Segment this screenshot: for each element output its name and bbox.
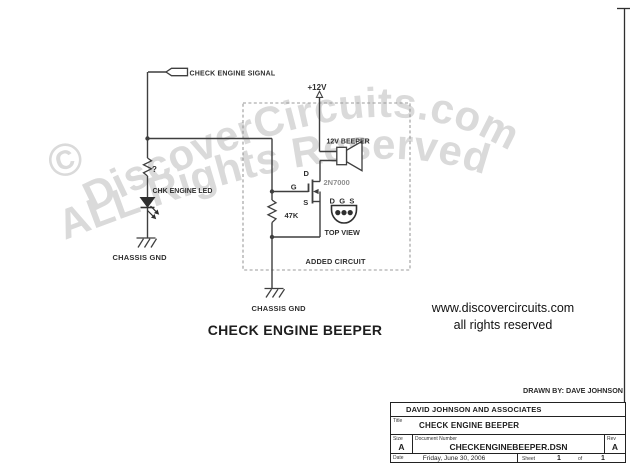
title-block-title-label: Title (393, 418, 403, 424)
resistor-value-label: 47K (285, 211, 299, 220)
title-block-rev-cell: Rev A (605, 435, 625, 453)
title-block-date-row: Date Friday, June 30, 2006 Sheet 1 of 1 (391, 454, 625, 462)
site-url-text: www.discovercircuits.com (431, 301, 575, 315)
page-border (617, 7, 630, 463)
to92-pin-dot (335, 210, 341, 216)
to92-pin-dot (341, 210, 347, 216)
chassis-ground-symbol-right (264, 287, 286, 298)
led-label: CHK ENGINE LED (153, 188, 213, 195)
wires (146, 71, 338, 289)
led-anode-triangle (139, 197, 156, 208)
title-block-size-cell: Size A (391, 435, 413, 453)
drawn-by-text: DRAWN BY: DAVE JOHNSON (523, 386, 623, 395)
junction-dot (269, 234, 275, 240)
size-label: Size (393, 436, 403, 442)
supply-label: +12V (308, 83, 328, 92)
mosfet-pin-g-label: G (291, 182, 297, 191)
junction-dot (269, 189, 275, 194)
doc-number-label: Document Number (415, 436, 457, 442)
led-symbol (139, 197, 160, 220)
mosfet-pin-d-label: D (304, 169, 310, 178)
signal-label: CHECK ENGINE SIGNAL (190, 70, 276, 77)
package-view-label: TOP VIEW (325, 228, 361, 237)
doc-number-value: CHECKENGINEBEEPER.DSN (449, 442, 568, 452)
date-label: Date (393, 455, 404, 461)
chassis-gnd-label-left: CHASSIS GND (113, 253, 168, 262)
supply-arrow-icon (315, 89, 324, 98)
mosfet-body-arrow (313, 188, 319, 195)
added-circuit-label: ADDED CIRCUIT (306, 257, 367, 266)
junction-dot (145, 136, 150, 141)
sheet-of-label: of (578, 456, 583, 462)
rev-value: A (611, 442, 619, 452)
title-block-title-value: CHECK ENGINE BEEPER (419, 421, 520, 430)
watermark-line2: ALL Rights Reserved (51, 121, 495, 249)
chassis-ground-symbol-left (136, 237, 158, 248)
sheet-label: Sheet (522, 456, 536, 462)
to92-pin-dot (347, 210, 353, 216)
sheet-value: 1 (557, 455, 561, 462)
beeper-symbol (336, 140, 363, 172)
title-block: DAVID JOHNSON AND ASSOCIATES Title CHECK… (390, 402, 626, 463)
resistor-47k-symbol (266, 199, 278, 223)
signal-connector-symbol (164, 67, 189, 77)
title-block-sheet-cell: Sheet 1 of 1 (518, 454, 625, 462)
resistor-unknown-symbol (142, 157, 153, 177)
mosfet-part-label: 2N7000 (324, 178, 350, 187)
chassis-gnd-label-right: CHASSIS GND (252, 304, 307, 313)
to92-package-symbol (330, 204, 358, 224)
led-emission-arrows (147, 205, 160, 220)
junction-dots (145, 136, 275, 240)
svg-text:ALL Rights Reserved: ALL Rights Reserved (51, 121, 496, 249)
schematic-labels: CHECK ENGINE SIGNAL +12V 12V BEEPER D G … (113, 70, 370, 313)
beeper-body (336, 146, 348, 166)
title-block-doc-row: Size A Document Number CHECKENGINEBEEPER… (391, 435, 625, 454)
added-circuit-box (242, 102, 411, 271)
package-pins-label: D G S (330, 196, 356, 205)
beeper-label: 12V BEEPER (327, 138, 370, 145)
schematic-title: CHECK ENGINE BEEPER (207, 322, 383, 338)
date-value: Friday, June 30, 2006 (422, 455, 486, 462)
mosfet-pin-s-label: S (303, 198, 308, 207)
mosfet-symbol (307, 179, 319, 204)
resistor-unknown-label: ? (152, 165, 157, 174)
rev-label: Rev (607, 436, 616, 442)
size-value: A (398, 442, 405, 452)
watermark: © DiscoverCircuits.com ALL Rights Reserv… (41, 79, 527, 249)
title-block-doc-cell: Document Number CHECKENGINEBEEPER.DSN (413, 435, 605, 453)
title-block-company: DAVID JOHNSON AND ASSOCIATES (391, 403, 625, 417)
rights-text: all rights reserved (453, 318, 553, 332)
title-block-title-row: Title CHECK ENGINE BEEPER (391, 417, 625, 435)
title-block-date-cell: Date Friday, June 30, 2006 (391, 454, 518, 462)
sheet-total-value: 1 (601, 455, 605, 462)
